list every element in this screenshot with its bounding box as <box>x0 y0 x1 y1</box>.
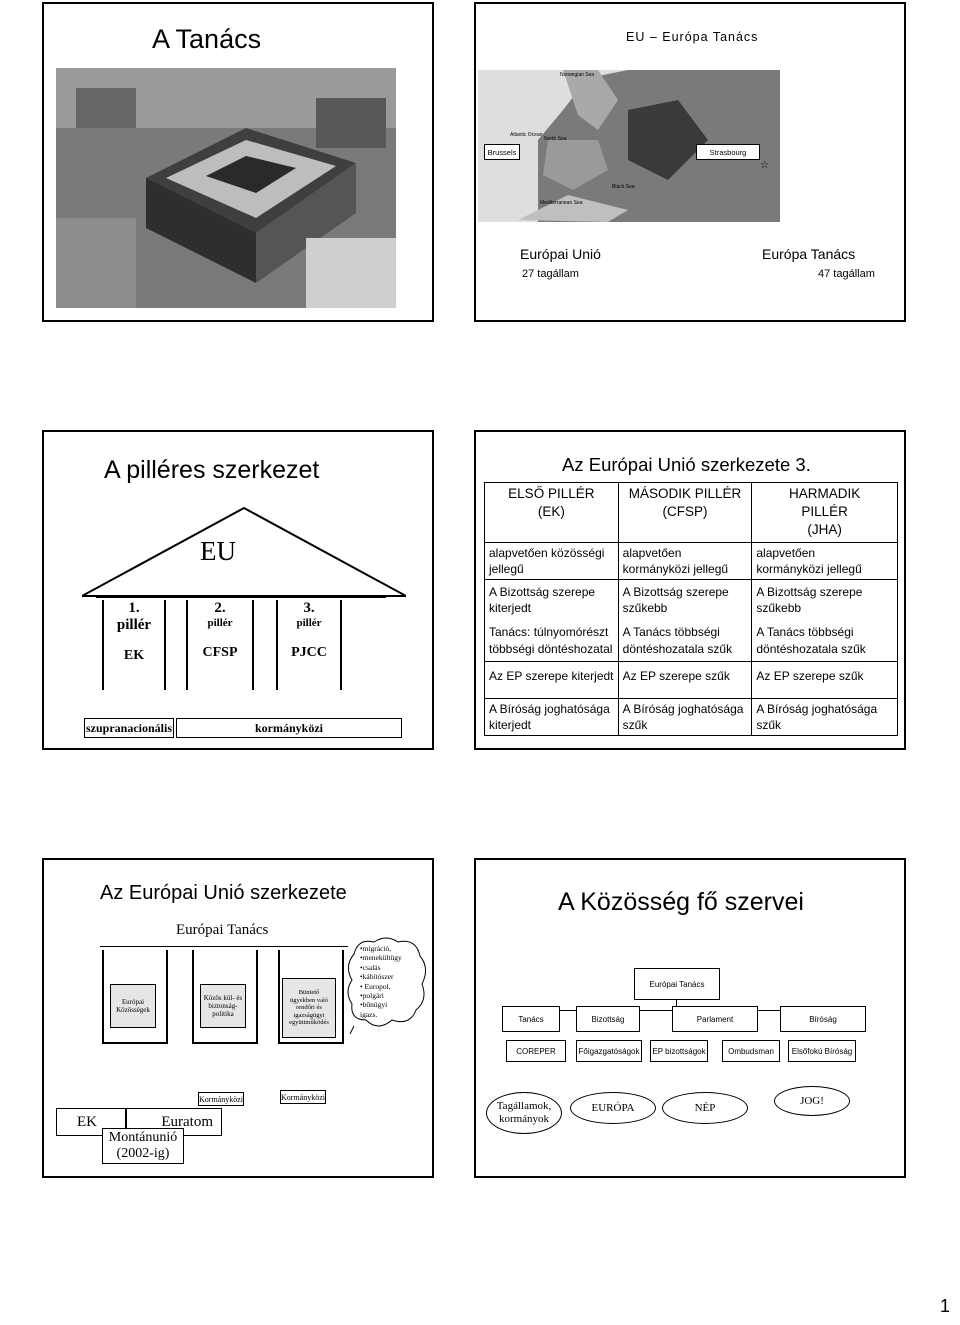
map-label-black-sea: Black Sea <box>612 184 635 190</box>
slide-pilleres-szerkezet: A pilléres szerkezet EU 1. pillér EK 2. … <box>42 430 434 750</box>
right-caption: Európa Tanács <box>762 246 856 262</box>
table-cell: Az EP szerepe szűk <box>617 660 753 699</box>
organ-commission: Bizottság <box>576 1006 640 1032</box>
base-intergovernmental: kormányközi <box>176 718 402 738</box>
bubble-member-states: Tagállamok,kormányok <box>486 1092 562 1134</box>
cloud-list: •migráció, •menekültügy •csalás •kábítós… <box>360 944 402 1019</box>
bubble-europe: EURÓPA <box>570 1092 656 1124</box>
slide1-title: A Tanács <box>152 24 262 54</box>
pillar-comparison-table: ELSŐ PILLÉR(EK) MÁSODIK PILLÉR(CFSP) HAR… <box>484 482 898 737</box>
pillar-1-word: pillér <box>116 617 152 633</box>
slide3-title: Az Európai Unió szerkezete 3. <box>562 454 811 475</box>
organ-parliament: Parlament <box>672 1006 758 1032</box>
cloud-shape <box>347 937 426 1034</box>
slide-a-tanacs: A Tanács <box>42 2 434 322</box>
map-label-north-sea: North Sea <box>544 136 567 142</box>
pillar-3-abbr: PJCC <box>291 645 327 660</box>
pillar-column-3 <box>278 950 344 1044</box>
slide-eu-szerkezete: Az Európai Unió szerkezete Európai Tanác… <box>42 858 434 1178</box>
table-header-cell: MÁSODIK PILLÉR(CFSP) <box>617 482 753 543</box>
map-label-strasbourg: Strasbourg <box>696 144 760 160</box>
sub-ep-committees: EP bizottságok <box>650 1040 708 1062</box>
pillar-column-1 <box>102 950 168 1044</box>
map-label-atlantic: Atlantic Ocean <box>510 132 543 138</box>
table-row: Az EP szerepe kiterjedt Az EP szerepe sz… <box>484 660 898 699</box>
map-label-brussels: Brussels <box>484 144 520 160</box>
montanunio-box: Montánunió(2002-ig) <box>102 1128 184 1164</box>
kormanykozi-box-1: Kormányközi <box>198 1092 244 1106</box>
pillar-1: 1. pillér EK <box>102 600 166 690</box>
slide-eu-szerkezete-3: Az Európai Unió szerkezete 3. ELSŐ PILLÉ… <box>474 430 906 750</box>
table-header-cell: ELSŐ PILLÉR(EK) <box>484 482 619 543</box>
sub-first-instance-court: Elsőfokú Bíróság <box>788 1040 856 1062</box>
organ-council: Tanács <box>502 1006 560 1032</box>
sub-coreper: COREPER <box>506 1040 566 1062</box>
roof-label: EU <box>200 536 236 566</box>
pillar-3-word: pillér <box>296 617 322 629</box>
organ-european-council: Európai Tanács <box>634 968 720 1000</box>
slide4-roof-beam <box>100 946 348 947</box>
roof-beam <box>96 596 386 598</box>
pillar-2-abbr: CFSP <box>202 645 238 660</box>
table-cell: Az EP szerepe szűk <box>751 660 898 699</box>
pillar-3: 3. pillér PJCC <box>276 600 342 690</box>
pillar-3-num: 3. <box>303 600 315 616</box>
pillar-2: 2. pillér CFSP <box>186 600 254 690</box>
pillar-1-num: 1. <box>128 600 140 616</box>
slide-eu-europa-tanacs: EU – Európa Tanács Norwegian Sea Atlanti… <box>474 2 906 322</box>
bubble-law: JOG! <box>774 1086 850 1116</box>
slide4-title: Az Európai Unió szerkezete <box>100 882 347 904</box>
map-label-mediterranean: Mediterranean Sea <box>540 200 583 206</box>
pillar-column-2 <box>192 950 258 1044</box>
kormanykozi-box-2: Kormányközi <box>280 1090 326 1104</box>
sub-ombudsman: Ombudsman <box>722 1040 780 1062</box>
left-sub: 27 tagállam <box>522 268 579 280</box>
slide5-title: A Közösség fő szervei <box>558 888 804 916</box>
left-caption: Európai Unió <box>520 246 601 262</box>
pillar-1-abbr: EK <box>123 648 145 663</box>
roof-triangle <box>82 506 406 597</box>
bubble-people: NÉP <box>662 1092 748 1124</box>
table-header-row: ELSŐ PILLÉR(EK) MÁSODIK PILLÉR(CFSP) HAR… <box>484 482 898 543</box>
slide2-title: A pilléres szerkezet <box>104 456 320 484</box>
pillar-2-word: pillér <box>207 617 233 629</box>
building-photo <box>56 68 396 308</box>
strasbourg-star-icon: ☆ <box>760 160 769 171</box>
page-number: 1 <box>940 1296 951 1316</box>
slide-kozosseg-fo-szervei: A Közösség fő szervei Európai Tanács Tan… <box>474 858 906 1178</box>
table-cell: Az EP szerepe kiterjedt <box>484 660 619 699</box>
pillar-2-num: 2. <box>214 600 226 616</box>
map-title: EU – Európa Tanács <box>626 30 759 44</box>
map-label-norwegian-sea: Norwegian Sea <box>560 72 595 78</box>
right-sub: 47 tagállam <box>818 268 875 280</box>
connector-top <box>676 1000 677 1010</box>
slide4-roof-label: Európai Tanács <box>176 922 269 938</box>
sub-directorates: Főigazgatóságok <box>576 1040 642 1062</box>
organ-court: Bíróság <box>780 1006 866 1032</box>
base-supranational: szupranacionális <box>84 718 174 738</box>
